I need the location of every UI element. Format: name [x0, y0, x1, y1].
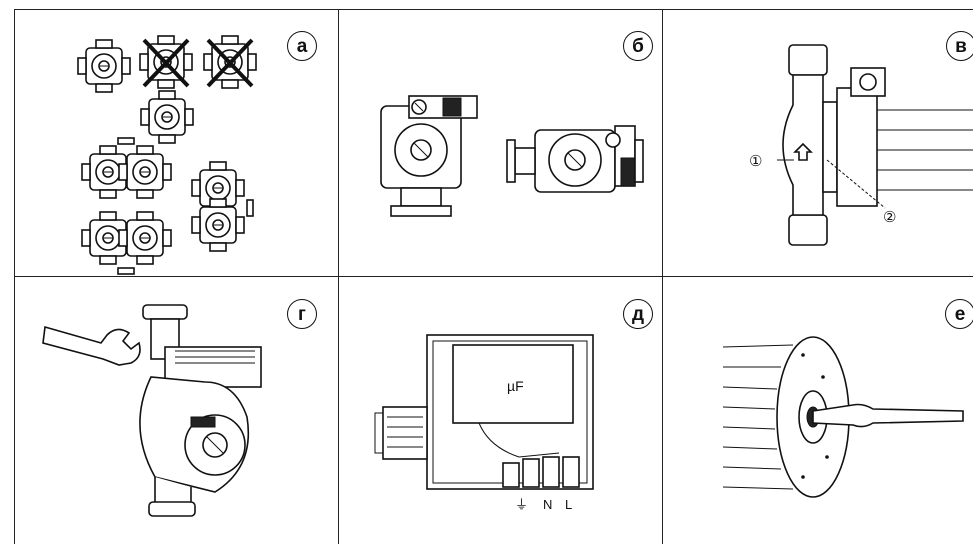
wrench-icon [42, 325, 141, 366]
pump-position-ok [118, 211, 172, 265]
pump-positions-drawing [77, 35, 257, 275]
screwdriver-icon [812, 403, 964, 428]
pump-vertical [380, 95, 478, 217]
pump-position-ok [140, 90, 194, 144]
capacitor-label: µF [507, 378, 524, 394]
panel-d-label: г [287, 299, 317, 329]
wrench-tightening-drawing [42, 304, 262, 517]
pump-horizontal [506, 125, 644, 193]
ground-terminal-label: ⏚ [515, 497, 528, 512]
panel-f-label: е [945, 299, 973, 329]
panel-e: µF ⏚ N L д [339, 277, 662, 544]
pump-position-wrong-2 [203, 35, 257, 89]
panel-a: а [15, 10, 338, 276]
live-terminal-label: L [565, 497, 572, 512]
neutral-terminal-label: N [543, 497, 552, 512]
panel-e-label: д [623, 299, 653, 329]
pump-position-ok [77, 39, 131, 93]
panel-d: г [15, 277, 338, 544]
flow-arrow-icon [793, 142, 813, 161]
terminal-box-drawing: µF ⏚ N L [374, 334, 594, 512]
pump-position-ok [118, 145, 172, 199]
grid-line-middle [14, 276, 973, 277]
panel-b-label: б [623, 31, 653, 61]
grid-line-top [14, 9, 973, 10]
pump-position-wrong-1 [139, 35, 193, 89]
grid-line-col2 [662, 9, 663, 544]
pump-orientation-drawing [380, 95, 644, 217]
screwdriver-venting-drawing [722, 336, 964, 498]
panel-c-label: в [946, 31, 973, 61]
panel-a-label: а [287, 31, 317, 61]
panel-b: б [339, 10, 662, 276]
inlet-callout: ① [749, 153, 762, 170]
figure-grid: а [14, 9, 973, 544]
outlet-callout: ② [883, 209, 896, 226]
panel-c: ① ② в [663, 10, 973, 276]
grid-line-left [14, 9, 15, 544]
capacitor [452, 344, 574, 424]
pump-position-ok [191, 198, 245, 252]
grid-line-col1 [338, 9, 339, 544]
flow-direction-drawing: ① ② [749, 44, 973, 246]
panel-f: е [663, 277, 973, 544]
